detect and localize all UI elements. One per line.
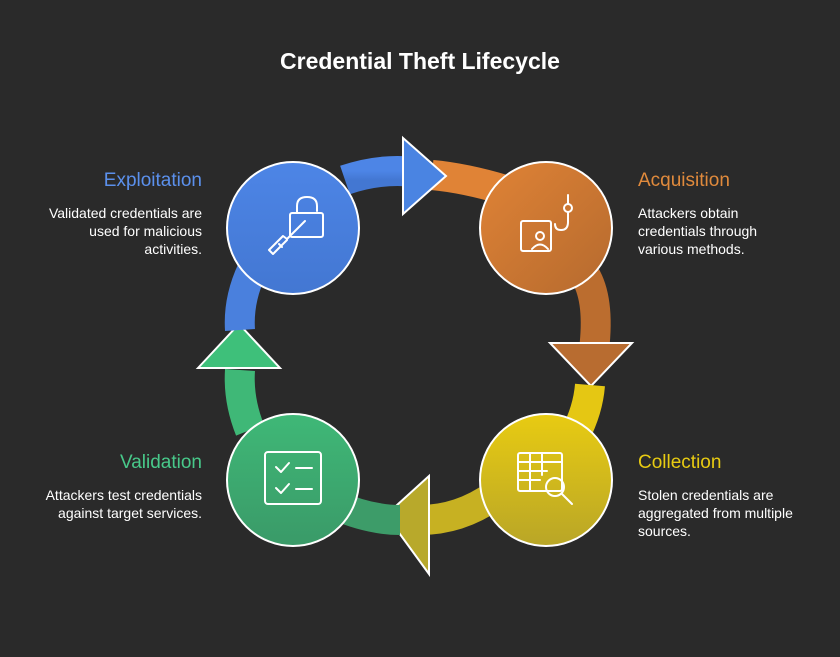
checklist-icon [264,451,322,505]
validation-label: Validation [119,452,202,473]
phishing-hook-icon [520,194,573,252]
arrowhead-to-acquisition [402,135,448,217]
arrowhead-to-collection [547,342,635,388]
collection-label: Collection [638,452,722,473]
acquisition-description: Attackers obtain credentials through var… [638,205,758,257]
collection-description: Stolen credentials are aggregated from m… [638,487,793,539]
arrowhead-to-exploitation [195,322,283,369]
arrowhead-to-validation [384,473,430,578]
diagram-title: Credential Theft Lifecycle [280,48,560,74]
unlock-key-icon [268,196,324,255]
arc-acquisition-to-collection [571,267,611,352]
validation-description: Attackers test credentials against targe… [45,487,202,521]
exploitation-description: Validated credentials are used for malic… [48,205,202,257]
arc-validation-to-exploitation [224,369,265,436]
table-search-icon [517,452,573,505]
exploitation-label: Exploitation [103,170,202,191]
acquisition-label: Acquisition [638,170,730,191]
exploitation-node [226,161,360,295]
validation-node [226,413,360,547]
acquisition-node [479,161,613,295]
collection-node [479,413,613,547]
